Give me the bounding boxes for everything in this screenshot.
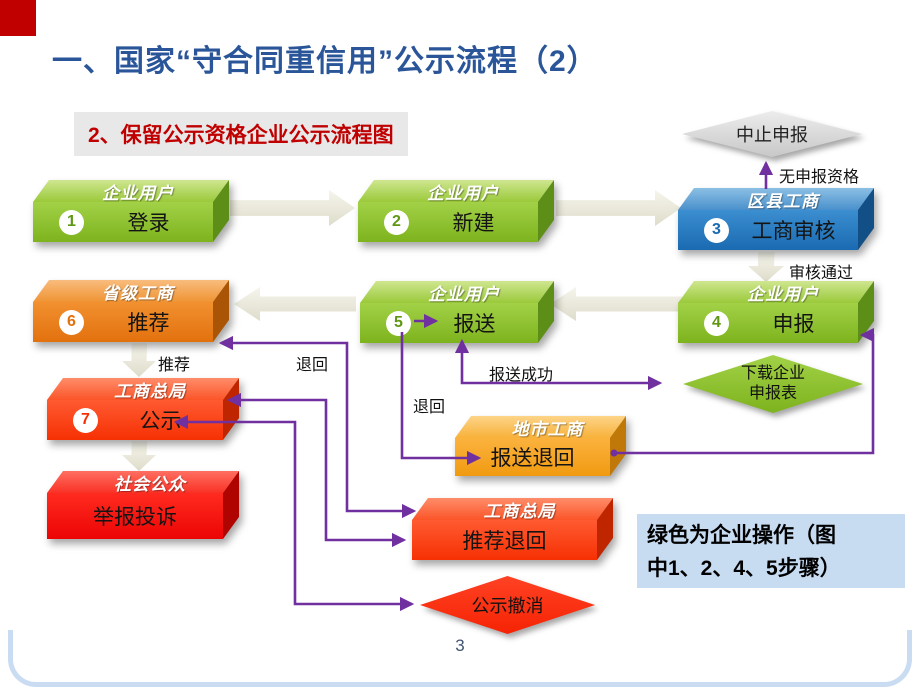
step-number-4: 4 [704,310,729,336]
node-recommend-front: 6 推荐 [33,302,213,342]
diamond-download-line2: 申报表 [748,385,797,402]
node-submit-header: 企业用户 [428,284,500,304]
diamond-download-form: 下载企业 申报表 [683,355,863,413]
section-label: 2、保留公示资格企业公示流程图 [74,112,408,156]
label-approved: 审核通过 [789,265,854,282]
step-number-3: 3 [704,217,729,243]
node-apply-label: 申报 [772,313,815,336]
node-submit-front: 5 报送 [360,303,538,343]
node-login: 企业用户 1 登录 [33,202,213,242]
node-recommend-label: 推荐 [127,312,170,335]
node-submit-label: 报送 [453,313,496,336]
node-apply-top: 企业用户 [678,281,874,303]
node-submit: 企业用户 5 报送 [360,303,538,343]
block-arrow-create-to-review [556,190,681,226]
block-arrow-review-to-apply [748,252,784,282]
node-apply-header: 企业用户 [747,284,819,304]
note-line1: 绿色为企业操作（图 [647,524,836,547]
step-number-1: 1 [59,209,84,235]
node-recommend-return: 工商总局 推荐退回 [412,520,597,560]
diamond-download-line1: 下载企业 [740,365,805,382]
diamond-revoke-publicity-shape: 公示撤消 [420,576,595,634]
node-review: 区县工商 3 工商审核 [678,210,858,250]
step-number-6: 6 [59,309,84,335]
node-recommend-return-front: 推荐退回 [412,520,597,560]
node-public-label: 举报投诉 [93,506,177,529]
note-line2: 中1、2、4、5步骤） [647,556,841,580]
node-recommend-return-label: 推荐退回 [462,530,547,553]
edge-publicize-recommend-return [226,392,407,548]
note-box: 绿色为企业操作（图 中1、2、4、5步骤） [637,514,905,588]
node-submit-top: 企业用户 [360,281,554,303]
node-review-header: 区县工商 [747,191,819,211]
block-arrow-submit-to-recommend [234,287,356,321]
node-create-top: 企业用户 [358,180,554,202]
node-city-return-header: 地市工商 [511,419,584,439]
step-number-5: 5 [386,310,411,336]
node-apply: 企业用户 4 申报 [678,303,858,343]
node-publicize-label: 公示 [139,410,182,433]
page-number: 3 [455,636,465,655]
node-login-header: 企业用户 [102,183,174,203]
slide-bottom-frame [8,630,912,687]
node-publicize-front: 7 公示 [47,400,223,440]
node-publicize: 工商总局 7 公示 [47,400,223,440]
node-create-header: 企业用户 [427,183,499,203]
step-number-7: 7 [73,407,98,433]
diamond-revoke-publicity: 公示撤消 [420,576,595,634]
block-arrow-recommend-to-publicize [122,343,156,377]
label-submit-success: 报送成功 [489,367,554,384]
node-public-header: 社会公众 [114,474,186,494]
diamond-download-form-shape: 下载企业 申报表 [683,355,863,413]
diamond-stop-apply: 中止申报 [682,111,862,157]
node-publicize-header: 工商总局 [114,381,186,401]
node-create-front: 2 新建 [358,202,538,242]
node-login-top: 企业用户 [33,180,229,202]
node-create: 企业用户 2 新建 [358,202,538,242]
node-review-label: 工商审核 [751,220,836,243]
node-login-label: 登录 [127,212,170,235]
diamond-revoke-label: 公示撤消 [471,596,544,616]
node-public-top: 社会公众 [47,471,239,493]
node-recommend-return-top: 工商总局 [412,498,613,520]
node-city-return-front: 报送退回 [455,438,610,476]
block-arrow-publicize-to-public [122,441,156,471]
node-public: 社会公众 举报投诉 [47,493,223,539]
node-recommend-top: 省级工商 [33,280,229,302]
node-recommend: 省级工商 6 推荐 [33,302,213,342]
label-return-left: 退回 [296,357,329,374]
node-review-front: 3 工商审核 [678,210,858,250]
node-publicize-top: 工商总局 [47,378,239,400]
label-return-mid: 退回 [413,399,446,416]
node-apply-front: 4 申报 [678,303,858,343]
block-arrow-login-to-create [230,190,355,226]
diamond-stop-apply-shape: 中止申报 [682,111,862,157]
node-recommend-header: 省级工商 [102,283,174,303]
block-arrow-apply-to-submit [550,287,682,321]
node-public-front: 举报投诉 [47,493,223,539]
diamond-stop-apply-label: 中止申报 [736,125,808,145]
node-city-return-top: 地市工商 [455,416,626,438]
node-city-return-label: 报送退回 [490,447,575,470]
node-city-return: 地市工商 报送退回 [455,438,610,476]
node-login-front: 1 登录 [33,202,213,242]
node-review-top: 区县工商 [678,188,874,210]
label-no-qualification: 无申报资格 [779,169,860,186]
slide-corner-decoration [0,0,36,36]
slide-title: 一、国家“守合同重信用”公示流程（2） [52,45,598,78]
step-number-2: 2 [384,209,409,235]
node-create-label: 新建 [452,212,495,235]
node-recommend-return-header: 工商总局 [483,501,556,521]
label-recommend: 推荐 [158,357,191,374]
